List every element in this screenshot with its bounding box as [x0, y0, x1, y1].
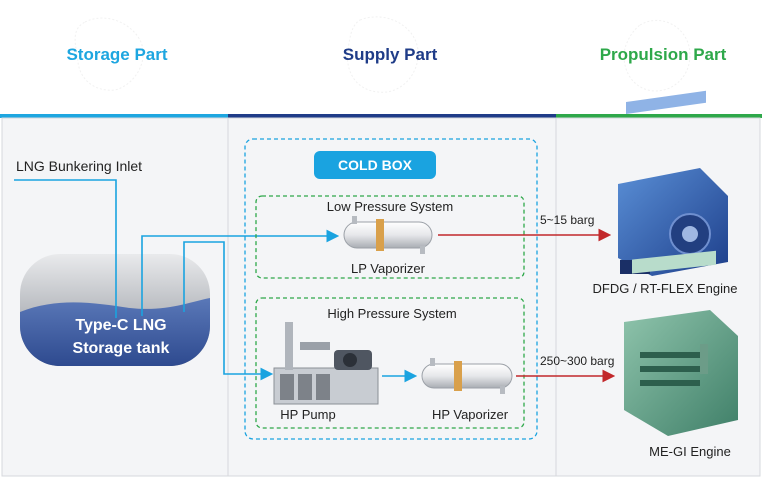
hp-pump-label: HP Pump	[280, 407, 335, 422]
lp-vaporizer-icon	[343, 216, 433, 254]
gas-lines	[438, 228, 616, 383]
decorative-emblem-icon	[74, 16, 691, 93]
high-pressure-system-label: High Pressure System	[327, 306, 456, 321]
header-band: Storage Part Supply Part Propulsion Part	[0, 0, 762, 118]
dfdg-engine-label: DFDG / RT-FLEX Engine	[593, 281, 738, 296]
high-pressure-system-frame	[255, 297, 525, 429]
propulsion-accent-bar	[556, 114, 762, 118]
cold-box-label: COLD BOX	[338, 157, 413, 173]
supply-accent-bar	[228, 114, 556, 118]
storage-section: LNG Bunkering Inlet Type-C LNG Storage t…	[16, 158, 210, 366]
hp-vaporizer-label: HP Vaporizer	[432, 407, 509, 422]
dfdg-engine-icon	[618, 90, 728, 276]
me-gi-engine-label: ME-GI Engine	[649, 444, 731, 459]
me-gi-engine-icon	[624, 250, 738, 436]
supply-section: COLD BOX Low Pressure System LP Vaporize…	[244, 138, 538, 440]
propulsion-section: 5~15 barg 250~300 barg DFDG / RT-FLEX En…	[540, 90, 738, 459]
lng-bunkering-inlet-label: LNG Bunkering Inlet	[16, 158, 142, 174]
supply-part-header: Supply Part	[343, 45, 438, 64]
storage-accent-bar	[0, 114, 228, 118]
lp-feed-line	[141, 229, 340, 316]
propulsion-part-header: Propulsion Part	[600, 45, 727, 64]
storage-part-header: Storage Part	[66, 45, 167, 64]
tank-label-line1: Type-C LNG	[75, 317, 166, 334]
cold-box-frame	[244, 138, 538, 440]
low-pressure-system-frame	[255, 195, 525, 279]
hp-feed-line	[183, 241, 274, 381]
lng-storage-tank-icon	[20, 254, 210, 366]
lng-lines	[14, 179, 418, 383]
lp-pressure-label: 5~15 barg	[540, 213, 594, 227]
hp-pump-icon	[273, 322, 379, 405]
cold-box-badge	[314, 151, 436, 179]
tank-label-line2: Storage tank	[73, 340, 170, 357]
hp-vaporizer-icon	[421, 358, 513, 394]
low-pressure-system-label: Low Pressure System	[327, 199, 453, 214]
bunkering-line	[14, 179, 117, 318]
hp-pressure-label: 250~300 barg	[540, 354, 614, 368]
lp-vaporizer-label: LP Vaporizer	[351, 261, 426, 276]
